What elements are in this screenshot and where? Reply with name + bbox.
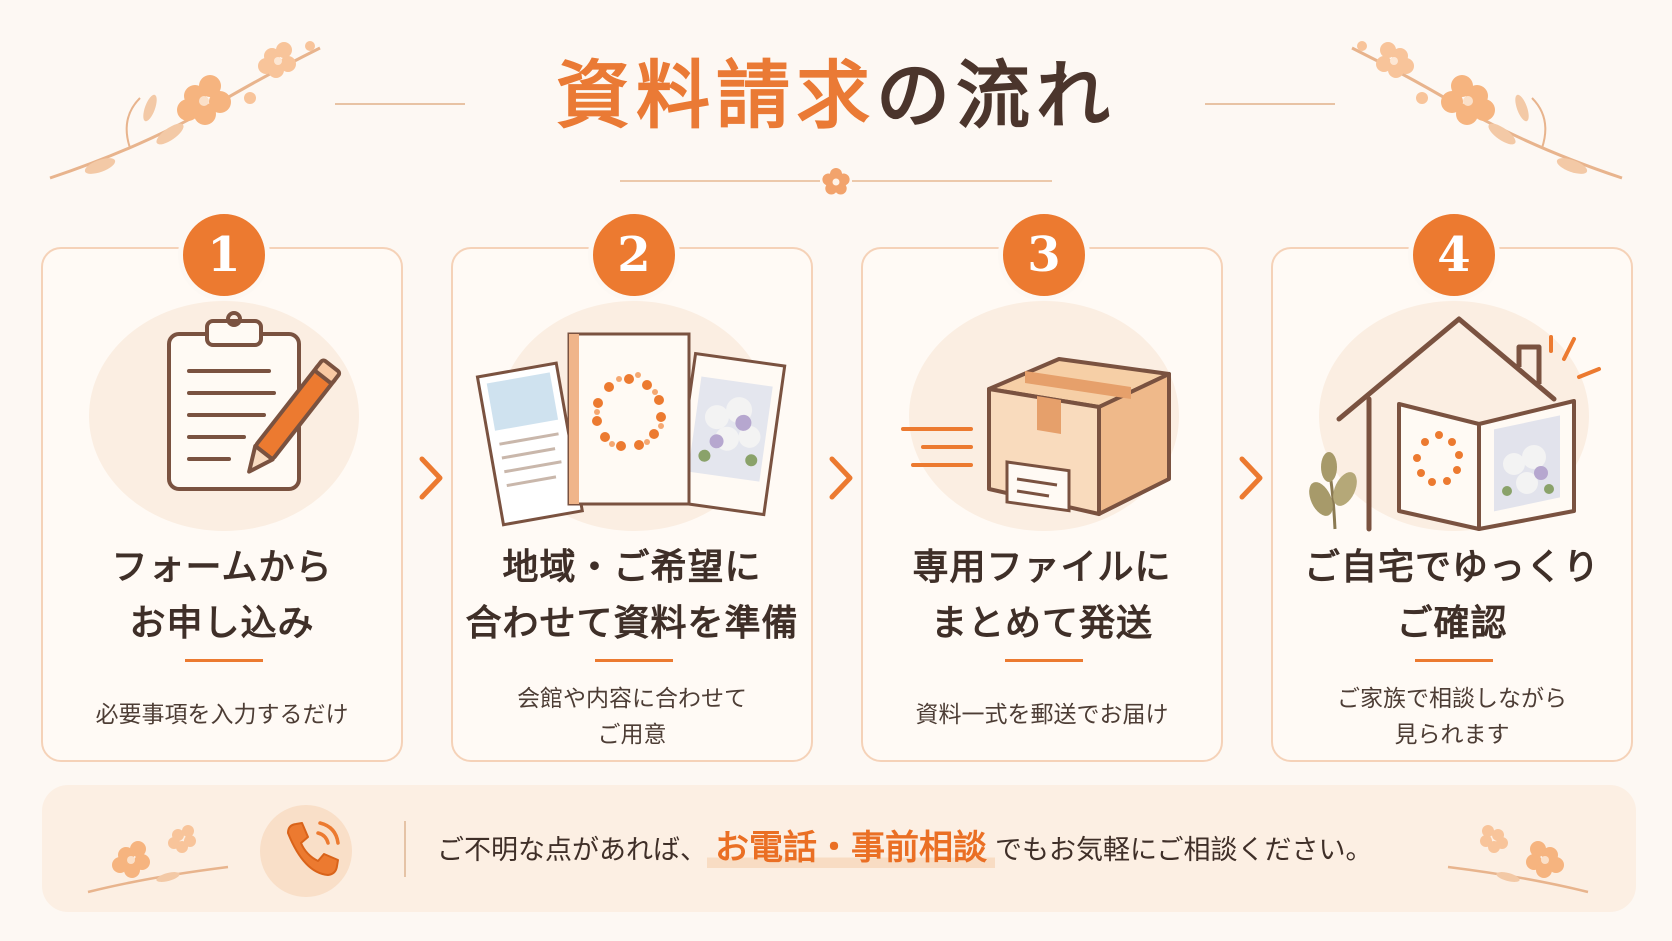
page-title-accent: 資料請求 xyxy=(556,53,876,139)
step-number-badge: 4 xyxy=(1408,209,1500,301)
phone-icon xyxy=(287,821,340,876)
cherry-branch-left-icon xyxy=(49,41,321,180)
ornament-rule-left xyxy=(620,180,820,182)
step-description-line: 資料一式を郵送でお届け xyxy=(915,702,1169,728)
step-description-line: ご用意 xyxy=(597,722,667,748)
cherry-sprig-right-icon xyxy=(1447,825,1589,894)
shipping-box-icon xyxy=(901,357,1171,516)
contact-banner: ご不明な点があれば、お電話・事前相談でもお気軽にご相談ください。 xyxy=(42,785,1636,912)
step-title: 専用ファイルに まとめて発送 xyxy=(863,539,1221,651)
step-description: 会館や内容に合わせて ご用意 xyxy=(453,681,811,753)
title-rule-right xyxy=(1205,103,1335,105)
step-title-line: 専用ファイルに xyxy=(912,546,1172,588)
chevron-right-icon xyxy=(829,456,853,500)
ornament-rule-right xyxy=(852,180,1052,182)
small-flower-icon xyxy=(822,168,850,195)
step-title: フォームから お申し込み xyxy=(43,539,401,651)
contact-prefix: ご不明な点があれば、 xyxy=(437,835,707,866)
contact-message: ご不明な点があれば、お電話・事前相談でもお気軽にご相談ください。 xyxy=(437,813,1372,883)
contact-suffix: でもお気軽にご相談ください。 xyxy=(995,835,1373,866)
cherry-sprig-left-icon xyxy=(87,825,229,894)
clipboard-pencil-icon xyxy=(167,311,342,491)
phone-consult-highlight: お電話・事前相談 xyxy=(707,828,995,868)
step-title-line: お申し込み xyxy=(129,602,315,644)
step-description: ご家族で相談しながら 見られます xyxy=(1273,681,1631,753)
house-brochure-icon xyxy=(1309,316,1601,532)
step-title-line: ご自宅でゆっくり xyxy=(1303,546,1600,588)
title-underline xyxy=(595,659,673,662)
chevron-right-icon xyxy=(1239,456,1263,500)
step-description-line: ご家族で相談しながら xyxy=(1337,686,1567,712)
step-title-line: ご確認 xyxy=(1396,602,1508,644)
step-title-line: まとめて発送 xyxy=(930,602,1153,644)
title-underline xyxy=(1415,659,1493,662)
page-title-rest: の流れ xyxy=(876,53,1116,139)
banner-divider xyxy=(404,821,406,877)
cherry-branch-right-icon xyxy=(1351,41,1623,180)
step-title-line: 地域・ご希望に xyxy=(502,546,762,588)
title-rule-left xyxy=(335,103,465,105)
step-card-2: 2 地域・ご希望に 合わせて資料を準備 会館や内容に合わせて ご用意 xyxy=(451,209,813,762)
step-title-line: 合わせて資料を準備 xyxy=(465,602,799,644)
step-description: 必要事項を入力するだけ xyxy=(43,697,401,733)
chevron-right-icon xyxy=(419,456,443,500)
title-underline xyxy=(185,659,263,662)
step-description-line: 必要事項を入力するだけ xyxy=(95,702,349,728)
step-description-line: 会館や内容に合わせて xyxy=(517,686,747,712)
step-card-1: 1 フォームから お申し込み 必要事項を入力するだけ xyxy=(41,209,403,762)
step-description: 資料一式を郵送でお届け xyxy=(863,697,1221,733)
page-title: 資料請求の流れ xyxy=(0,46,1672,146)
step-title-line: フォームから xyxy=(111,546,333,588)
step-number-badge: 3 xyxy=(998,209,1090,301)
step-card-4: 4 ご自宅でゆっくり ご確認 ご家族で相談しながら 見られます xyxy=(1271,209,1633,762)
brochures-icon xyxy=(475,332,787,527)
title-underline xyxy=(1005,659,1083,662)
step-description-line: 見られます xyxy=(1394,722,1510,748)
step-title: ご自宅でゆっくり ご確認 xyxy=(1273,539,1631,651)
step-card-3: 3 専用ファイルに まとめて発送 資料一式を郵送でお届け xyxy=(861,209,1223,762)
step-number-badge: 2 xyxy=(588,209,680,301)
step-number-badge: 1 xyxy=(178,209,270,301)
step-title: 地域・ご希望に 合わせて資料を準備 xyxy=(453,539,811,651)
title-area: 資料請求の流れ xyxy=(0,40,1672,195)
